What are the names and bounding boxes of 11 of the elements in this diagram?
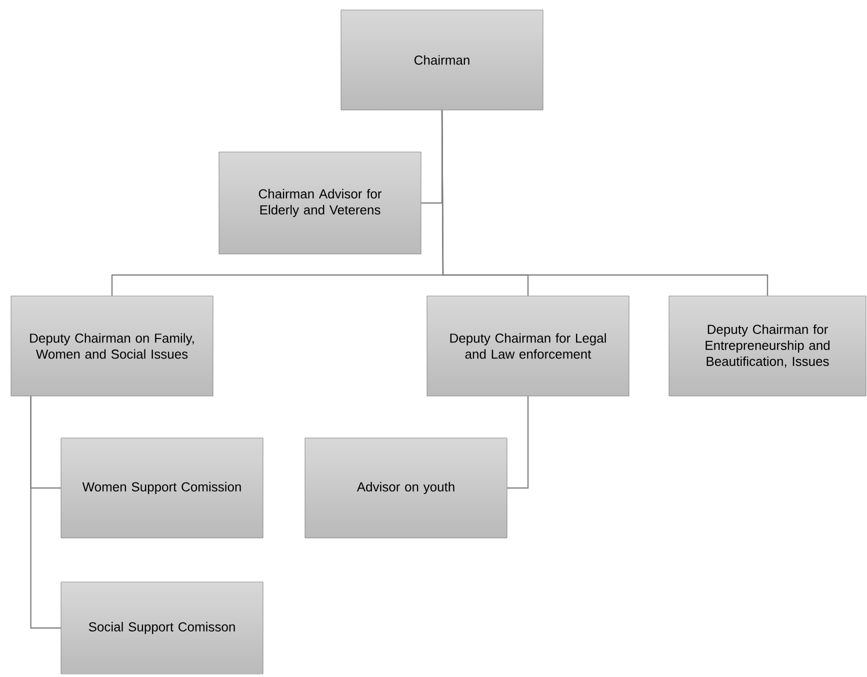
org-box: Deputy Chairman on Family, Women and Social Issues <box>10 296 214 396</box>
org-box: Social Support Comisson <box>60 582 264 674</box>
org-box: Advisor on youth <box>304 438 508 538</box>
connector-line <box>441 110 768 296</box>
connector-line <box>507 396 529 489</box>
org-box: Chairman Advisor for Elderly and Veterens <box>218 152 422 254</box>
org-box: Deputy Chairman for Entrepreneurship and Beautification, Issues <box>668 296 866 396</box>
org-box: Chairman <box>340 10 544 110</box>
org-box: Women Support Comission <box>60 438 264 538</box>
org-box: Deputy Chairman for Legal and Law enforcement <box>426 296 630 396</box>
connector-line <box>30 396 61 629</box>
